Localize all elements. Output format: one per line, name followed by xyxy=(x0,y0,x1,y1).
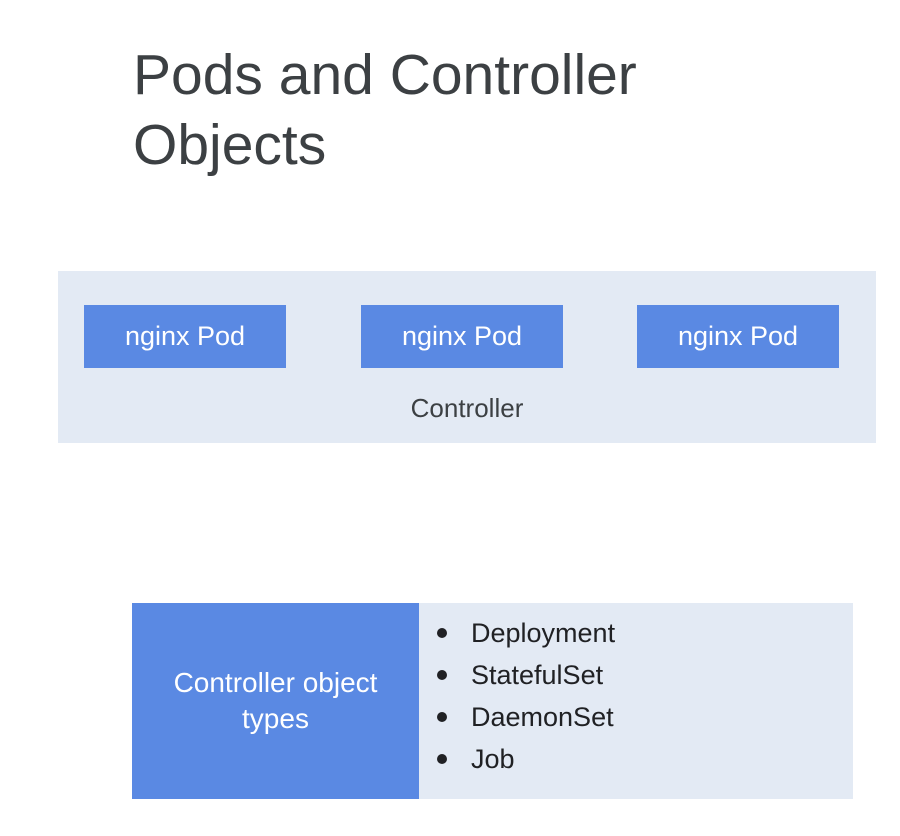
page-title: Pods and Controller Objects xyxy=(133,43,637,177)
list-item-label: Deployment xyxy=(471,618,616,648)
list-item-label: DaemonSet xyxy=(471,702,614,732)
bullet-icon xyxy=(437,712,447,722)
bullet-icon xyxy=(437,628,447,638)
nginx-pod-2: nginx Pod xyxy=(361,305,563,368)
list-item: DaemonSet xyxy=(437,696,615,738)
controller-box: nginx Pod nginx Pod nginx Pod Controller xyxy=(58,271,876,443)
controller-label: Controller xyxy=(410,393,524,423)
controller-types-panel: Controller object types Deployment State… xyxy=(132,603,853,799)
list-item: Deployment xyxy=(437,612,615,654)
nginx-pod-3: nginx Pod xyxy=(637,305,839,368)
list-item: StatefulSet xyxy=(437,654,615,696)
list-item-label: StatefulSet xyxy=(471,660,604,690)
nginx-pod-1: nginx Pod xyxy=(84,305,286,368)
bullet-icon xyxy=(437,670,447,680)
controller-types-label: Controller object types xyxy=(132,603,419,799)
controller-types-list: Deployment StatefulSet DaemonSet Job xyxy=(437,612,615,780)
bullet-icon xyxy=(437,754,447,764)
list-item: Job xyxy=(437,738,615,780)
controller-types-list-panel: Deployment StatefulSet DaemonSet Job xyxy=(419,603,853,799)
list-item-label: Job xyxy=(471,744,515,774)
